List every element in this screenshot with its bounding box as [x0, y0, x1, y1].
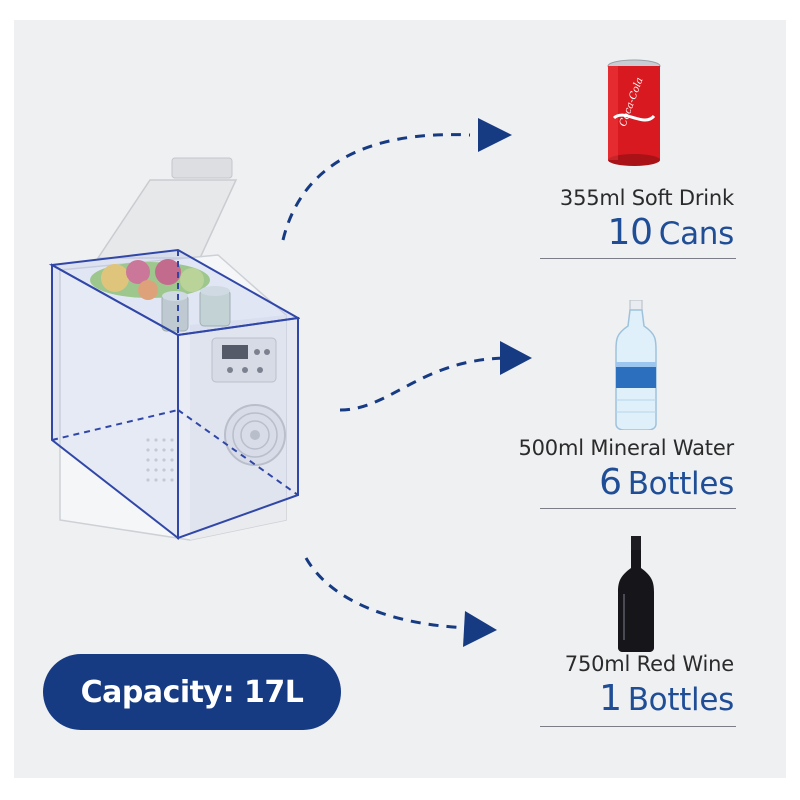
wine-bottle-icon — [618, 536, 654, 652]
item-count: 6 — [599, 462, 622, 503]
item-unit: Cans — [658, 216, 735, 252]
portable-fridge-image — [48, 157, 300, 541]
divider — [540, 258, 736, 259]
arrowhead-icon — [478, 118, 512, 152]
item-description: 355ml Soft Drink — [559, 186, 734, 210]
item-description: 750ml Red Wine — [564, 652, 734, 676]
arrowhead-icon — [463, 611, 497, 647]
item-count: 10 — [607, 212, 654, 253]
capacity-label: Capacity: 17L — [80, 674, 304, 710]
water-bottle-icon — [615, 300, 657, 430]
arrow-to-cans — [281, 133, 471, 241]
item-count: 1 — [599, 678, 622, 719]
arrow-to-water — [339, 356, 506, 412]
item-unit: Bottles — [627, 466, 735, 502]
item-unit: Bottles — [627, 682, 735, 718]
item-description: 500ml Mineral Water — [518, 436, 734, 460]
divider — [540, 726, 736, 727]
arrow-to-wine — [304, 557, 471, 630]
arrowhead-icon — [500, 341, 532, 375]
divider — [540, 508, 736, 509]
soda-can-icon: Coca-Cola — [607, 59, 661, 166]
capacity-badge: Capacity: 17L — [43, 654, 341, 730]
